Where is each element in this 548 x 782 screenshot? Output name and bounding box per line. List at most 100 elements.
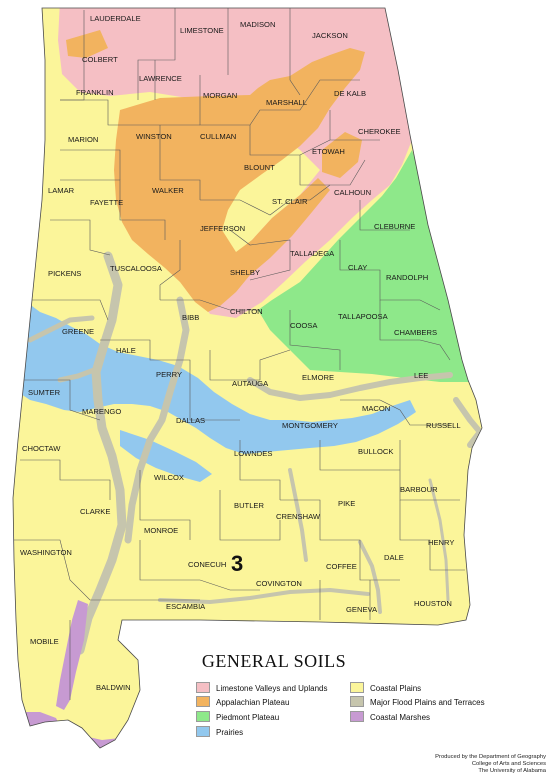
county-label-cleburne: CLEBURNE [374, 222, 415, 231]
legend-item-appalachian: Appalachian Plateau [196, 696, 289, 708]
county-label-shelby: SHELBY [230, 268, 260, 277]
county-label-marengo: MARENGO [82, 407, 121, 416]
county-label-marion: MARION [68, 135, 98, 144]
county-label-randolph: RANDOLPH [386, 273, 428, 282]
legend-label-coastal-plains: Coastal Plains [370, 684, 422, 693]
county-label-calhoun: CALHOUN [334, 188, 371, 197]
map-title: GENERAL SOILS [201, 651, 347, 671]
county-label-hale: HALE [116, 346, 136, 355]
county-label-limestone: LIMESTONE [180, 26, 224, 35]
county-label-geneva: GENEVA [346, 605, 378, 614]
county-label-sumter: SUMTER [28, 388, 61, 397]
county-label-clarke: CLARKE [80, 507, 110, 516]
county-label-tuscaloosa: TUSCALOOSA [110, 264, 163, 273]
county-label-butler: BUTLER [234, 501, 264, 510]
county-label-cullman: CULLMAN [200, 132, 236, 141]
county-label-morgan: MORGAN [203, 91, 237, 100]
county-label-houston: HOUSTON [414, 599, 452, 608]
region-prairies-lobe [120, 430, 212, 482]
county-label-perry: PERRY [156, 370, 182, 379]
county-label-lowndes: LOWNDES [234, 449, 272, 458]
county-label-dale: DALE [384, 553, 404, 562]
legend-label-prairies: Prairies [216, 728, 244, 737]
county-boundaries [14, 8, 465, 700]
county-label-baldwin: BALDWIN [96, 683, 131, 692]
county-label-autauga: AUTAUGA [232, 379, 269, 388]
county-labels: LAUDERDALE LIMESTONE MADISON JACKSON COL… [20, 14, 461, 692]
county-label-clay: CLAY [348, 263, 367, 272]
county-label-lauderdale: LAUDERDALE [90, 14, 141, 23]
legend-label-appalachian: Appalachian Plateau [216, 698, 290, 707]
region-piedmont-plateau [258, 150, 470, 382]
county-label-henry: HENRY [428, 538, 454, 547]
legend-label-coastal-marshes: Coastal Marshes [370, 713, 431, 722]
legend-swatch-limestone [196, 682, 210, 693]
county-label-lawrence: LAWRENCE [139, 74, 182, 83]
county-label-crenshaw: CRENSHAW [276, 512, 321, 521]
county-label-colbert: COLBERT [82, 55, 118, 64]
county-label-jackson: JACKSON [312, 31, 348, 40]
county-label-stclair: ST. CLAIR [272, 197, 308, 206]
county-label-russell: RUSSELL [426, 421, 461, 430]
county-label-choctaw: CHOCTAW [22, 444, 61, 453]
county-label-jefferson: JEFFERSON [200, 224, 245, 233]
legend-label-limestone: Limestone Valleys and Uplands [216, 684, 328, 693]
county-label-winston: WINSTON [136, 132, 172, 141]
county-label-cherokee: CHEROKEE [358, 127, 401, 136]
county-label-madison: MADISON [240, 20, 275, 29]
legend-swatch-coastal-plains [350, 682, 364, 693]
county-label-chilton: CHILTON [230, 307, 263, 316]
county-label-blount: BLOUNT [244, 163, 275, 172]
legend-swatch-prairies [196, 726, 210, 737]
region-appalachian-plateau-east [322, 132, 362, 178]
region-flood-plains [27, 251, 482, 655]
county-label-lee: LEE [414, 371, 428, 380]
county-label-barbour: BARBOUR [400, 485, 438, 494]
county-label-dekalb: DE KALB [334, 89, 366, 98]
county-label-escambia: ESCAMBIA [166, 602, 206, 611]
county-label-mobile: MOBILE [30, 637, 59, 646]
credit-line-2: College of Arts and Sciences [471, 761, 546, 767]
county-label-pike: PIKE [338, 499, 355, 508]
county-label-covington: COVINGTON [256, 579, 302, 588]
legend-swatch-appalachian [196, 696, 210, 707]
legend-swatch-coastal-marshes [350, 711, 364, 722]
legend-swatch-piedmont [196, 711, 210, 722]
credit: Produced by the Department of Geography … [376, 754, 546, 775]
county-label-fayette: FAYETTE [90, 198, 123, 207]
county-label-chambers: CHAMBERS [394, 328, 437, 337]
county-label-lamar: LAMAR [48, 186, 75, 195]
legend-item-flood-plains: Major Flood Plains and Terraces [350, 696, 485, 708]
county-label-franklin: FRANKLIN [76, 88, 114, 97]
credit-line-3: The University of Alabama [478, 768, 546, 774]
legend-item-prairies: Prairies [196, 726, 243, 738]
legend-swatch-flood-plains [350, 696, 364, 707]
credit-line-1: Produced by the Department of Geography [435, 754, 546, 760]
county-label-greene: GREENE [62, 327, 94, 336]
county-label-coosa: COOSA [290, 321, 318, 330]
region-appalachian-plateau-west [66, 30, 108, 58]
region-marker-3: 3 [231, 551, 243, 576]
state-outline [12, 7, 483, 749]
county-label-wilcox: WILCOX [154, 473, 184, 482]
county-label-montgomery: MONTGOMERY [282, 421, 338, 430]
county-label-dallas: DALLAS [176, 416, 205, 425]
county-label-coffee: COFFEE [326, 562, 357, 571]
county-label-macon: MACON [362, 404, 390, 413]
legend-label-piedmont: Piedmont Plateau [216, 713, 280, 722]
region-appalachian-plateau [114, 48, 365, 312]
county-label-elmore: ELMORE [302, 373, 334, 382]
county-label-bullock: BULLOCK [358, 447, 393, 456]
county-label-etowah: ETOWAH [312, 147, 345, 156]
legend-item-coastal-marshes: Coastal Marshes [350, 711, 430, 723]
legend-item-coastal-plains: Coastal Plains [350, 682, 421, 694]
legend-item-piedmont: Piedmont Plateau [196, 711, 279, 723]
county-label-walker: WALKER [152, 186, 184, 195]
legend-item-limestone: Limestone Valleys and Uplands [196, 682, 327, 694]
region-coastal-marshes [56, 600, 88, 710]
county-label-washington: WASHINGTON [20, 548, 72, 557]
county-label-pickens: PICKENS [48, 269, 81, 278]
county-label-marshall: MARSHALL [266, 98, 307, 107]
county-label-monroe: MONROE [144, 526, 178, 535]
